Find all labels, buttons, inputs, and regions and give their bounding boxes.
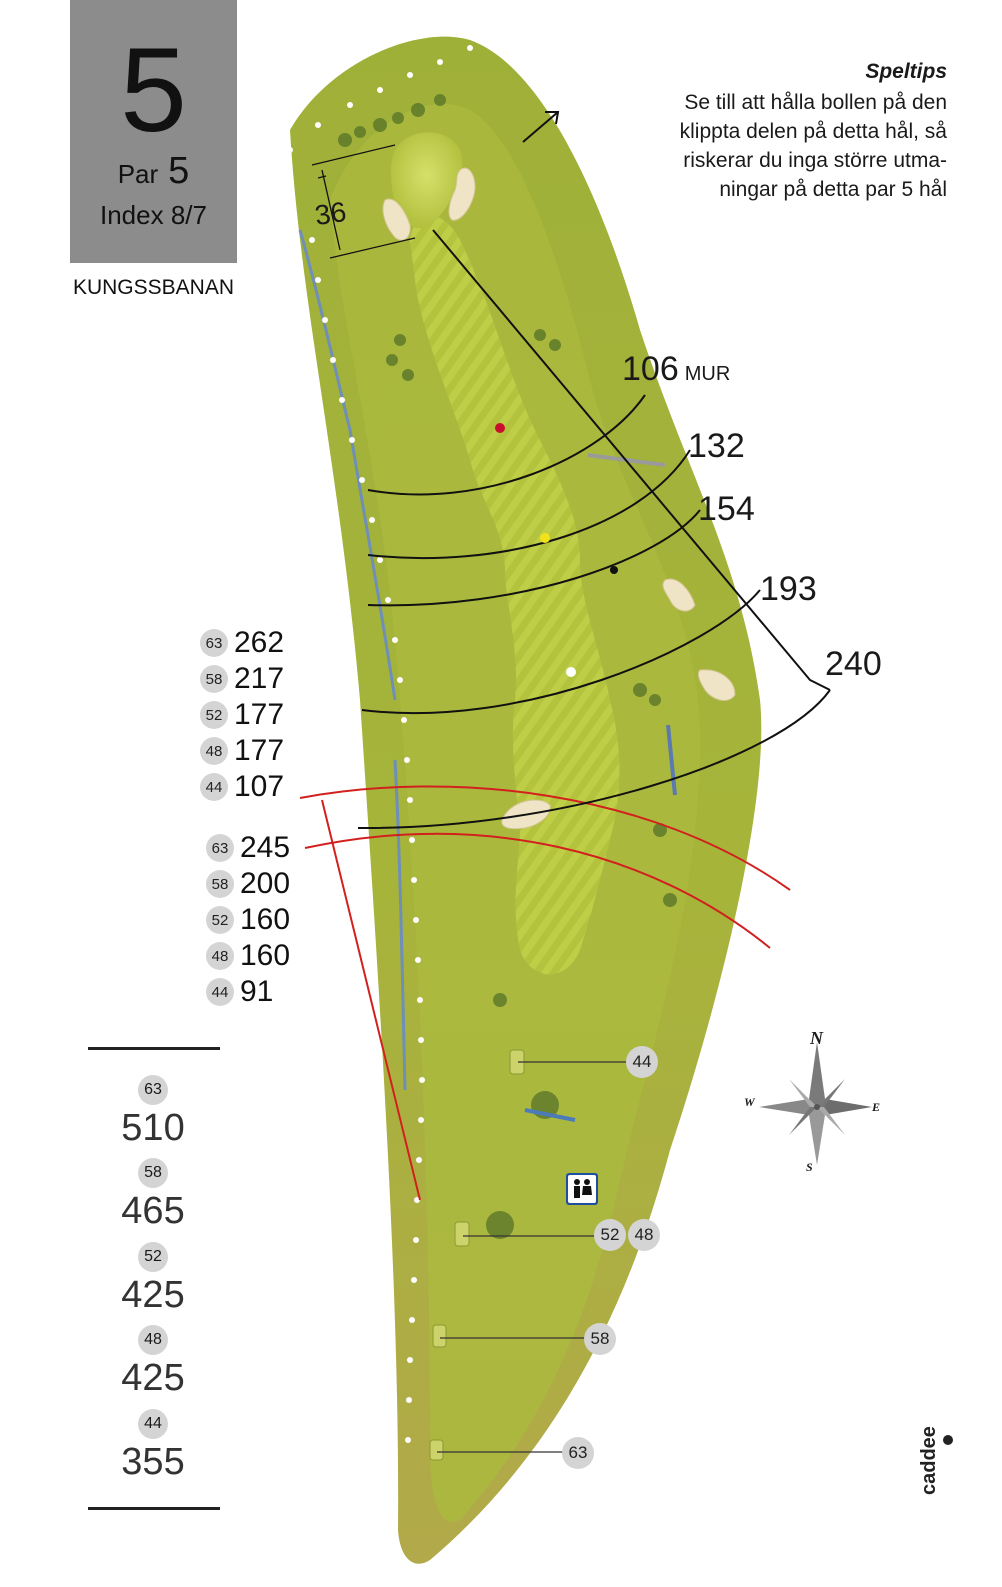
water-ditch [298,229,397,701]
tee-badge: 58 [584,1323,616,1355]
divider [88,1507,220,1510]
tee-connector-lines [437,1061,628,1453]
total-length: 425 [121,1357,185,1399]
tee-badge: 52 [594,1219,626,1251]
compass-icon [759,1042,872,1165]
brand-logo: caddee [918,1426,940,1495]
compass-north: N [810,1028,823,1048]
par-label: Par [117,159,159,189]
water-ditch [666,724,677,796]
tee-badge: 58 [206,870,234,898]
tee-badge: 63 [562,1437,594,1469]
compass-south: S [806,1160,813,1174]
distance-value: 200 [240,867,291,900]
restroom-icon [566,1173,598,1205]
direction-arrow-icon [522,111,560,143]
tee-boxes [429,1049,525,1461]
compass-west: W [744,1095,755,1109]
distance-value: 177 [234,698,285,731]
tee-badge: 58 [200,665,228,693]
tee-badge: 52 [200,701,228,729]
fairway [410,215,620,975]
tip-body: Se till att hålla bollen på den klippta … [607,88,947,204]
water-pond [524,1108,576,1122]
tip-title: Speltips [865,60,947,83]
distance-value: 217 [234,662,285,695]
tee-badge: 48 [138,1325,168,1355]
tip-line: Se till att hålla bollen på den [684,91,947,114]
tee-badge: 48 [628,1219,660,1251]
bunkers [382,167,736,830]
distance-value: 160 [240,939,291,972]
compass-east: E [872,1100,881,1114]
divider [88,1047,220,1050]
tee-badge: 44 [206,978,234,1006]
tee-badge: 44 [200,773,228,801]
tee-badge: 63 [138,1075,168,1105]
par-line: Par 5 [70,150,237,193]
total-length: 355 [121,1441,185,1483]
hazard-carry-lines [299,785,791,1201]
green-depth-marker [311,144,416,259]
total-length: 425 [121,1274,185,1316]
tee-badge: 63 [206,834,234,862]
white-marker [566,667,576,677]
distance-value: 160 [240,903,291,936]
tee-badge: 44 [138,1409,168,1439]
distance-value: 177 [234,734,285,767]
hole-index: Index 8/7 [100,200,207,230]
wall-note: MUR [684,363,731,385]
distance-value: 245 [240,831,291,864]
distance-value: 107 [234,770,285,803]
water-ditch [393,759,407,1091]
tip-line: riskerar du inga större utma- [683,149,947,172]
tee-badge: 52 [206,906,234,934]
total-length: 465 [121,1190,185,1232]
tee-badge: 52 [138,1242,168,1272]
tee-badge: 63 [200,629,228,657]
hole-number: 5 [120,23,187,157]
distance-value: 262 [234,626,285,659]
arc-distance-label: 132 [688,427,745,465]
course-name: KUNGSSBANAN [72,276,235,299]
par-value: 5 [168,150,190,192]
out-of-bounds-dots [287,45,473,1443]
caddee-logo-mark [943,1435,953,1445]
arc-distance-label: 240 [825,645,882,683]
aim-line [432,229,831,691]
total-length: 510 [121,1107,185,1149]
distance-value: 91 [240,975,274,1008]
tee-badge: 48 [206,942,234,970]
tee-badge: 44 [626,1046,658,1078]
black-marker [610,566,618,574]
arc-distance-label: 154 [698,490,755,528]
tree-clusters [338,94,677,1239]
green [390,132,463,229]
tip-line: klippta delen på detta hål, så [679,120,947,143]
green-depth-label: 36 [312,195,349,232]
tee-badge: 58 [138,1158,168,1188]
red-marker [495,423,505,433]
tip-line: ningar på detta par 5 hål [719,178,947,201]
tee-badge: 48 [200,737,228,765]
arc-distance-label: 193 [760,570,817,608]
yellow-marker [540,533,550,543]
distance-arcs [357,394,831,830]
